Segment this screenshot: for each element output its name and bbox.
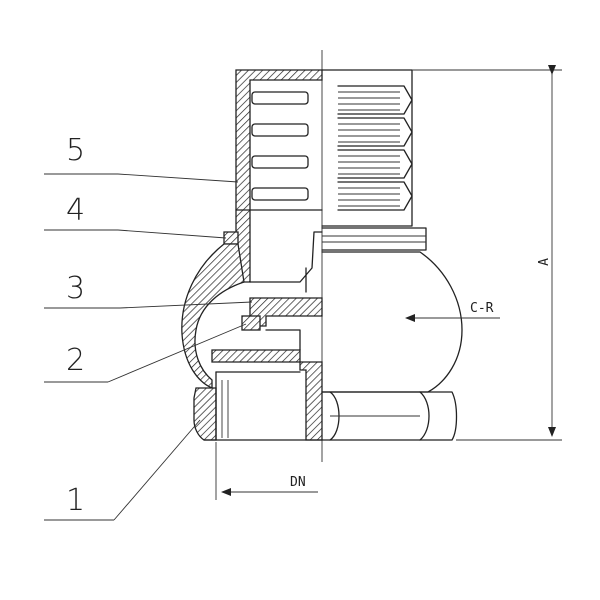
seal-ring-section <box>223 231 239 245</box>
ball-body-elevation <box>321 251 463 393</box>
part-label-2: 2 <box>66 343 85 378</box>
dim-cr-label: C-R <box>470 301 494 316</box>
part-label-1: 1 <box>66 483 85 518</box>
dim-a-label: A <box>537 258 552 266</box>
socket-inner <box>299 361 323 441</box>
hose-tail-elevation <box>321 69 413 227</box>
disc-seal-section <box>241 315 261 331</box>
leader-2: 2 <box>44 323 247 383</box>
hose-tail-hatching <box>338 91 400 207</box>
hose-tail-barbs <box>337 85 413 211</box>
valve-disc-section <box>249 297 323 327</box>
hex-nut <box>321 391 458 441</box>
leader-4: 4 <box>44 193 227 239</box>
leader-3: 3 <box>44 271 253 309</box>
part-label-3: 3 <box>66 271 85 306</box>
leader-1: 1 <box>44 419 201 521</box>
hose-tail-wall-section <box>235 69 323 283</box>
seat-plate-section <box>211 349 301 363</box>
hex-nut-face-b <box>419 391 430 441</box>
dim-dn-label: DN <box>290 475 306 490</box>
part-label-5: 5 <box>66 133 85 168</box>
body-shell-section <box>181 243 245 389</box>
seat-plate-hub <box>265 329 301 351</box>
leader-5: 5 <box>44 133 239 183</box>
part-label-4: 4 <box>66 193 85 228</box>
socket-section <box>193 387 217 441</box>
valve-stem-section <box>249 231 323 283</box>
coupling-ring <box>321 227 427 251</box>
hose-tail-ribs <box>251 91 309 201</box>
thread-marks <box>221 380 229 438</box>
